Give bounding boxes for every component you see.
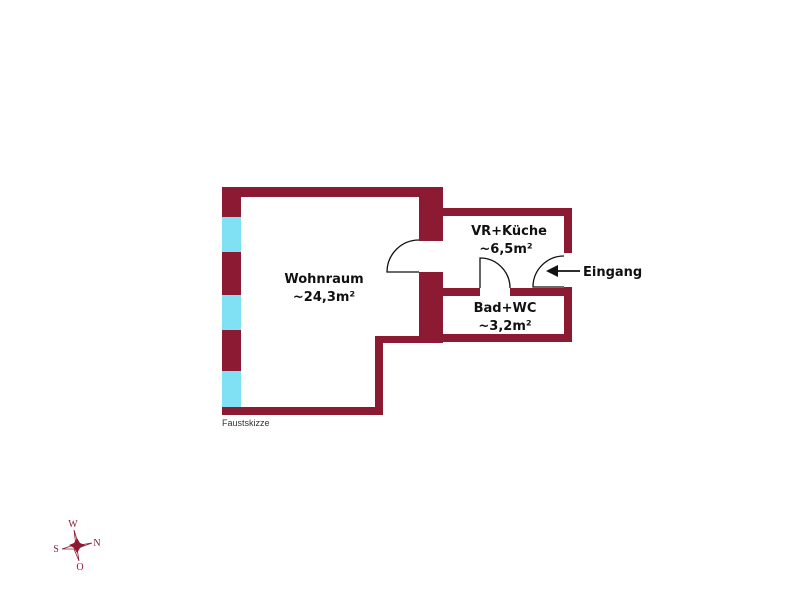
- room-area-living: ~24,3m²: [293, 290, 355, 305]
- wall-top: [222, 187, 443, 197]
- compass-star-icon: [69, 538, 85, 553]
- room-name-bath: Bad+WC: [474, 301, 537, 316]
- wall-step-horizontal: [375, 336, 443, 343]
- room-name-living: Wohnraum: [284, 272, 363, 287]
- compass-rose: W N S O: [53, 519, 100, 573]
- room-area-kitchen: ~6,5m²: [479, 242, 532, 257]
- compass-west: W: [68, 519, 78, 530]
- wall-top-kitchen: [443, 208, 572, 216]
- compass-north: N: [93, 538, 100, 549]
- compass-east: O: [76, 562, 83, 573]
- compass-south: S: [53, 544, 59, 555]
- door-bathroom: [479, 257, 511, 289]
- door-living-room: [386, 239, 420, 273]
- room-name-kitchen: VR+Küche: [471, 224, 547, 239]
- room-area-bath: ~3,2m²: [478, 319, 531, 334]
- wall-right-lower: [564, 287, 572, 342]
- window: [222, 217, 241, 252]
- wall-divider-left: [443, 288, 480, 296]
- entrance-label: Eingang: [583, 265, 642, 280]
- door-entrance: [532, 255, 565, 288]
- wall-bottom-bath: [443, 334, 572, 342]
- window: [222, 295, 241, 330]
- pillar-lower: [419, 272, 443, 343]
- sketch-note: Faustskizze: [222, 418, 270, 428]
- pillar-upper: [419, 187, 443, 241]
- entrance-arrow: [546, 265, 580, 277]
- wall-right-upper: [564, 208, 572, 253]
- windows: [222, 217, 241, 407]
- wall-step-vertical: [375, 336, 383, 415]
- doors: [386, 239, 565, 289]
- wall-divider-right: [510, 288, 572, 296]
- window: [222, 371, 241, 407]
- wall-bottom-living: [222, 407, 383, 415]
